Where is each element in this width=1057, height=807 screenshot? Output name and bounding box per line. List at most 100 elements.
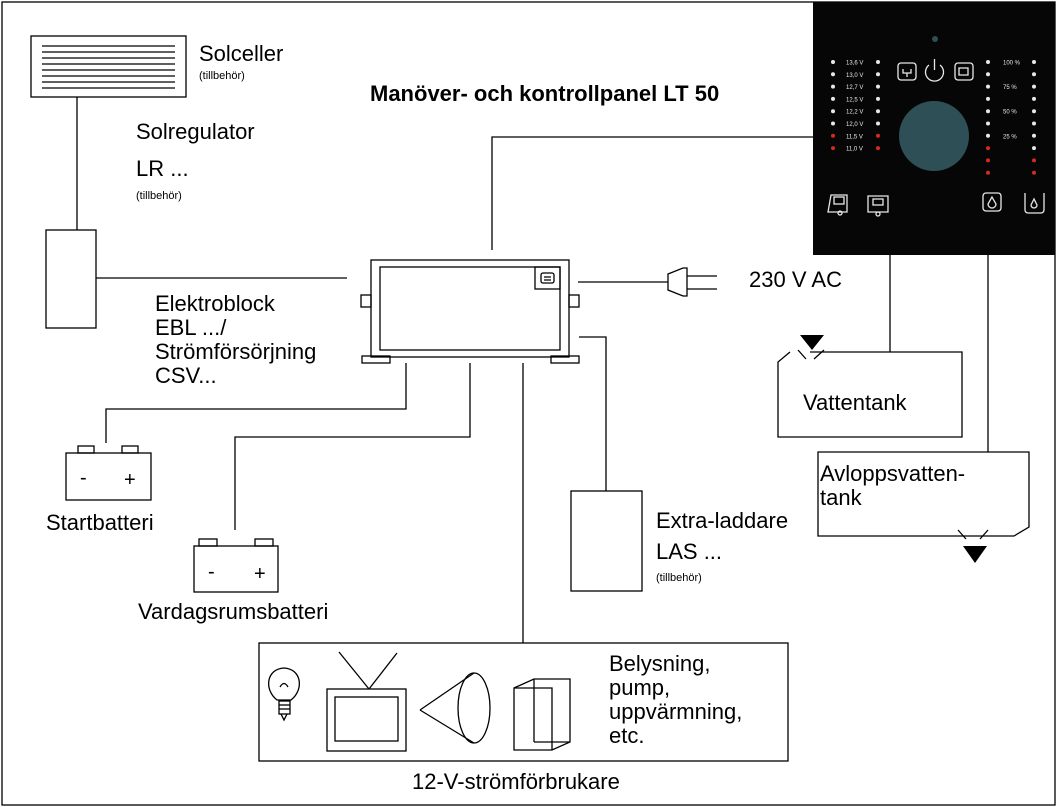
fresh-water-button-icon [982, 192, 1002, 212]
charger-box [570, 490, 643, 592]
tank-led [986, 72, 990, 77]
start-battery-label: Startbatteri [46, 510, 154, 535]
consumers-caption: 12-V-strömförbrukare [412, 769, 620, 794]
charger-label-line2: LAS ... [656, 539, 723, 564]
cabinet-icon [513, 678, 571, 751]
water-tank-label: Vattentank [803, 390, 907, 415]
solar-cells-note: (tillbehör) [199, 70, 245, 82]
living-battery-wire [234, 363, 471, 530]
tank-led [1032, 96, 1036, 101]
tank-led [986, 109, 990, 114]
electroblock-icon [360, 259, 580, 364]
percent-led-column: 100 % 75 % 50 % 25 % [986, 60, 1036, 175]
voltage-led [831, 121, 835, 126]
voltage-led [876, 146, 880, 151]
panel-indicator-led [932, 36, 938, 42]
living-battery-icon [193, 538, 279, 593]
waste-water-button-icon [1024, 193, 1045, 214]
light-bulb-icon [268, 667, 300, 722]
regulator-label-line2: LR ... [136, 156, 189, 181]
tank-led [1032, 72, 1036, 77]
tv-icon [326, 651, 407, 752]
tank-led [1032, 170, 1036, 175]
voltage-led [876, 84, 880, 89]
voltage-led [831, 109, 835, 114]
tank-level-label: 25 % [1003, 134, 1017, 140]
tank-level-label: 100 % [1003, 61, 1021, 67]
power-plug-icon [667, 267, 717, 297]
waste-outlet-arrow-icon [963, 546, 987, 563]
battery-button-icon [954, 62, 974, 81]
power-plug-button-icon [897, 62, 917, 81]
tank-led [1032, 60, 1036, 64]
panel-knob [899, 101, 969, 171]
regulator-note: (tillbehör) [136, 190, 182, 202]
start-battery-wire [105, 363, 407, 443]
voltage-level-label: 13,0 V [846, 73, 863, 79]
tank-led [986, 121, 990, 126]
tank-led [986, 158, 990, 163]
caravan-battery-button-icon [827, 194, 848, 216]
tank-led [986, 146, 990, 151]
voltage-led [831, 72, 835, 77]
voltage-level-label: 12,2 V [846, 110, 863, 116]
power-source-label: 230 V AC [749, 267, 842, 292]
start-battery-minus: - [80, 467, 87, 489]
voltage-led [831, 60, 835, 64]
voltage-led [876, 60, 880, 64]
start-battery-icon [65, 445, 152, 501]
consumers-box [258, 642, 789, 762]
voltage-led [831, 146, 835, 151]
water-inlet-arrow-icon [800, 335, 824, 350]
tank-led [986, 96, 990, 101]
tank-led [986, 84, 990, 89]
electroblock-label: Elektroblock EBL .../ Strömförsörjning C… [155, 291, 317, 388]
regulator-label-line1: Solregulator [136, 119, 255, 144]
regulator-box [45, 229, 97, 329]
water-tank-box [777, 351, 963, 438]
tank-led [1032, 121, 1036, 126]
control-panel-title: Manöver- och kontrollpanel LT 50 [370, 81, 720, 106]
tank-led [986, 133, 990, 138]
voltage-led [831, 84, 835, 89]
charger-wire [579, 336, 607, 491]
tank-led [1032, 84, 1036, 89]
voltage-level-label: 13,6 V [846, 61, 863, 67]
voltage-led [876, 109, 880, 114]
tank-led [1032, 146, 1036, 151]
tank-level-label: 75 % [1003, 85, 1017, 91]
voltage-led [876, 121, 880, 126]
voltage-level-label: 12,0 V [846, 122, 863, 128]
panel-wire [491, 136, 813, 250]
living-battery-label: Vardagsrumsbatteri [138, 599, 329, 624]
voltage-level-label: 11,5 V [846, 134, 863, 140]
voltage-led-column: 13,6 V 13,0 V 12,7 V 12,5 V 12,2 V 12,0 V 11,5… [831, 60, 880, 153]
voltage-level-label: 12,7 V [846, 85, 863, 91]
voltage-led [876, 133, 880, 138]
power-button-icon [924, 59, 945, 82]
waste-tank-label: Avloppsvatten- tank [820, 461, 966, 510]
speaker-icon [419, 672, 491, 744]
tank-led [986, 170, 990, 175]
charger-label-line1: Extra-laddare [656, 508, 789, 533]
tank-led [986, 60, 990, 64]
solar-cells-label: Solceller [199, 41, 284, 66]
solar-panel-icon [30, 35, 187, 98]
voltage-level-label: 11,0 V [846, 147, 863, 153]
voltage-led [831, 96, 835, 101]
consumers-items-label: Belysning, pump, uppvärmning, etc. [609, 651, 743, 748]
charger-note: (tillbehör) [656, 572, 702, 584]
living-battery-minus: - [208, 561, 215, 583]
tank-led [1032, 109, 1036, 114]
voltage-level-label: 12,5 V [846, 97, 863, 103]
voltage-led [831, 133, 835, 138]
tank-led [1032, 158, 1036, 163]
waste-tank-box [817, 451, 1030, 537]
tank-level-label: 50 % [1003, 110, 1017, 116]
tow-vehicle-battery-button-icon [867, 195, 889, 217]
control-panel: 13,6 V 13,0 V 12,7 V 12,5 V 12,2 V 12,0 V 11,5… [813, 2, 1055, 255]
living-battery-plus: + [254, 563, 266, 585]
